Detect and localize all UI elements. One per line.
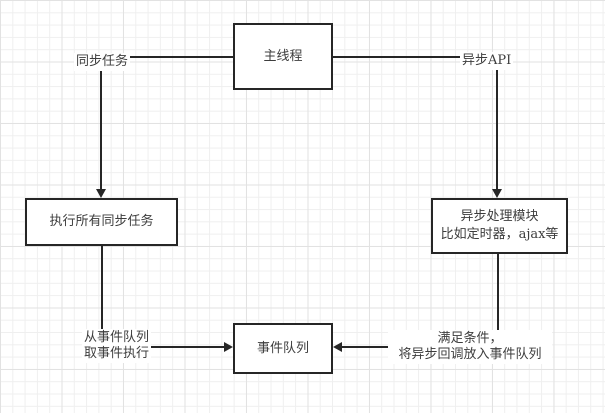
edge-dequeue-to-event-queue: [148, 346, 225, 348]
edge-label-dequeue: 从事件队列 取事件执行: [82, 329, 152, 363]
node-async-module-label-line1: 异步处理模块: [460, 209, 539, 224]
arrowhead-left-icon: [333, 342, 342, 352]
edge-label-enqueue-line2: 将异步回调放入事件队列: [398, 347, 542, 362]
node-async-module-label-line2: 比如定时器，ajax等: [440, 227, 559, 242]
arrowhead-right-icon: [224, 342, 233, 352]
edge-exec-box-to-dequeue-label: [101, 246, 103, 330]
edge-label-sync-task: 同步任务: [74, 53, 131, 71]
arrowhead-down-icon: [96, 189, 106, 198]
node-exec-sync-tasks-label: 执行所有同步任务: [49, 214, 154, 229]
node-main-thread: 主线程: [233, 23, 333, 90]
edge-async-module-to-enqueue-label: [497, 254, 499, 330]
arrowhead-down-icon: [492, 189, 502, 198]
node-event-queue-label: 事件队列: [256, 340, 309, 356]
node-event-queue: 事件队列: [233, 323, 333, 374]
edge-label-dequeue-line2: 取事件执行: [84, 346, 150, 361]
edge-label-enqueue-line1: 满足条件，: [437, 331, 503, 346]
edge-main-thread-to-async-api: [333, 56, 463, 58]
edge-label-dequeue-line1: 从事件队列: [84, 330, 150, 345]
edge-label-async-api: 异步API: [460, 52, 514, 70]
edge-label-enqueue: 满足条件， 将异步回调放入事件队列: [388, 330, 552, 364]
edge-async-api-to-async-module: [496, 68, 498, 189]
edge-sync-task-to-main-thread: [128, 56, 233, 58]
edge-sync-task-to-exec-box: [100, 68, 102, 189]
edge-enqueue-to-event-queue: [341, 346, 396, 348]
node-exec-sync-tasks: 执行所有同步任务: [25, 198, 178, 246]
node-main-thread-label: 主线程: [263, 48, 303, 64]
node-async-module: 异步处理模块 比如定时器，ajax等: [431, 198, 568, 254]
